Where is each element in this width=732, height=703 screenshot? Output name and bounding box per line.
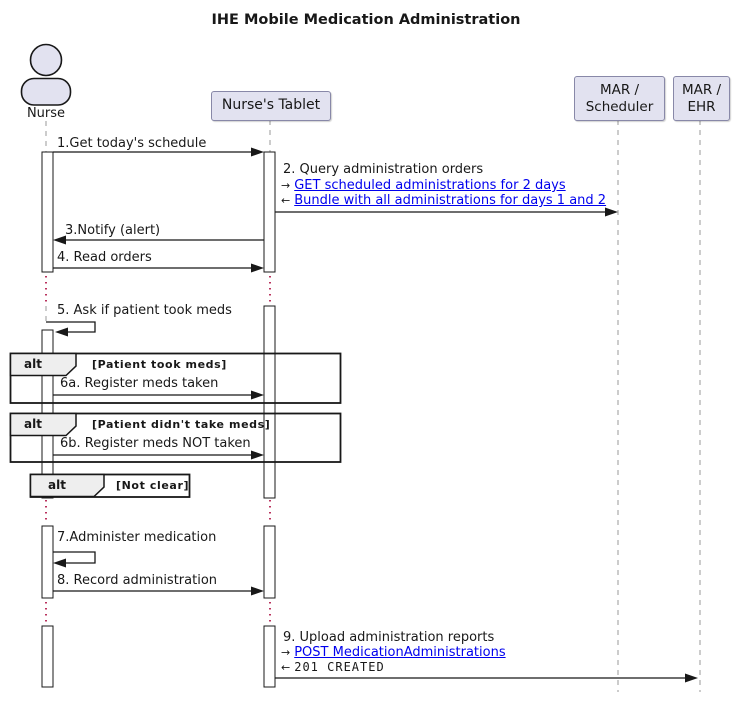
message-5-label: 5. Ask if patient took meds [57,303,232,318]
message-4-label: 4. Read orders [57,250,152,265]
message-6a-label: 6a. Register meds taken [60,376,219,391]
arrowheads [53,147,698,683]
message-8-label: 8. Record administration [57,573,218,588]
participant-ehr-label-line1: MAR / [681,81,722,98]
message-2-request-line: → GET scheduled administrations for 2 da… [281,178,566,193]
arrow-out-icon: → [281,179,291,192]
delay-dots [45,276,271,624]
alt-fragment-didnt-take-meds [9,412,342,463]
message-9-request-link[interactable]: POST MedicationAdministrations [294,645,506,660]
message-2-response-link[interactable]: Bundle with all administrations for days… [294,193,607,208]
alt-fragment-took-meds [9,352,342,404]
participant-scheduler: MAR / Scheduler [574,76,665,121]
alt2-operator: alt [24,417,42,431]
message-9-request-line: → POST MedicationAdministrations [281,645,506,660]
alt1-condition: [Patient took meds] [92,358,227,371]
message-2-response-line: ← Bundle with all administrations for da… [281,193,607,208]
alt3-condition: [Not clear] [116,479,190,492]
alt-fragment-not-clear [29,473,191,498]
participant-ehr: MAR / EHR [673,76,730,121]
diagram-title: IHE Mobile Medication Administration [211,12,521,28]
message-2-label: 2. Query administration orders [283,162,484,177]
participant-scheduler-label-line1: MAR / [599,81,640,98]
message-arrows [46,151,688,679]
alt1-operator: alt [24,357,42,371]
message-7-self-arrow [53,551,96,564]
tablet-activation [263,625,276,688]
message-7-label: 7.Administer medication [57,530,217,545]
participant-scheduler-label-line2: Scheduler [585,98,654,115]
message-9-response-line: ← 201 CREATED [281,660,385,674]
participant-nurse-label: Nurse [26,106,66,121]
message-5-self-arrow [46,321,96,333]
participant-tablet-label: Nurse's Tablet [221,97,321,114]
tablet-activation [263,305,276,499]
alt3-operator: alt [48,478,66,492]
message-6b-label: 6b. Register meds NOT taken [60,436,251,451]
nurse-activation [41,151,54,273]
arrow-back-icon: ← [281,194,291,207]
message-2-request-link[interactable]: GET scheduled administrations for 2 days [294,178,566,193]
message-9-response-status: 201 CREATED [294,660,385,674]
alt2-condition: [Patient didn't take meds] [92,418,271,431]
participant-tablet: Nurse's Tablet [211,91,331,121]
nurse-activation [41,525,54,599]
lifelines [45,120,701,692]
message-3-label: 3.Notify (alert) [65,223,161,238]
tablet-activation [263,151,276,273]
nurse-activation [41,625,54,688]
nurse-actor-icon [20,42,72,106]
tablet-activation [263,525,276,599]
arrow-out-icon: → [281,646,291,659]
message-9-label: 9. Upload administration reports [283,630,495,645]
participant-ehr-label-line2: EHR [687,98,716,115]
arrow-back-icon: ← [281,661,291,674]
message-1-label: 1.Get today's schedule [57,136,207,151]
